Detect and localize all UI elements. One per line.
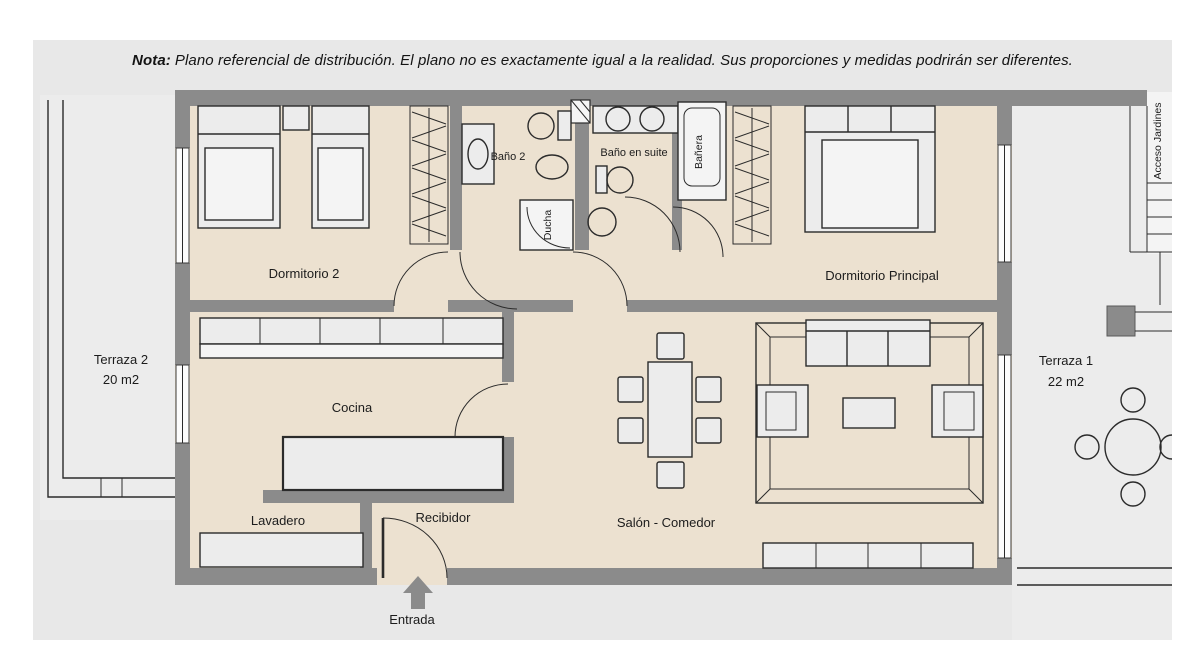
lavadero-label: Lavadero	[251, 513, 305, 528]
cocina-label: Cocina	[332, 400, 373, 415]
nightstand	[282, 105, 310, 131]
garden-stairs	[1129, 106, 1172, 305]
terrace2-railing-post	[100, 477, 123, 498]
dining-chairs	[617, 332, 722, 489]
kitchen-island	[281, 435, 505, 492]
coffee-table	[842, 397, 896, 429]
dormitorio-principal-label: Dormitorio Principal	[825, 268, 939, 283]
bano-2-label: Baño 2	[491, 151, 526, 163]
double-bed	[804, 105, 936, 233]
dormitorio-2-label: Dormitorio 2	[269, 266, 340, 281]
terrace1-planter	[1106, 305, 1136, 337]
garden-access-strip	[1147, 92, 1172, 254]
disclaimer-note: Nota:Plano referencial de distribución. …	[33, 52, 1172, 69]
terraza-1: Acceso Jardines Terraza 1 22 m2	[1012, 92, 1173, 640]
bathtub: Bañera	[677, 101, 727, 201]
entrada: Entrada	[389, 576, 436, 627]
salon-comedor: Salón - Comedor	[617, 319, 984, 569]
terrace2-railing-outer	[47, 100, 177, 498]
note-prefix: Nota:	[132, 52, 171, 69]
note-body: Plano referencial de distribución. El pl…	[174, 52, 1073, 69]
terrace1-side-railing	[1135, 311, 1172, 332]
shower: Ducha	[519, 199, 574, 251]
salon-comedor-label: Salón - Comedor	[617, 515, 716, 530]
door-bano2	[459, 251, 518, 310]
bidet	[587, 207, 617, 237]
door-hall-salon	[572, 251, 628, 307]
dormitorio-principal: Dormitorio Principal	[804, 105, 939, 283]
dining-table	[647, 361, 693, 458]
toilet	[535, 154, 569, 180]
terrace1-bottom-railing	[1017, 567, 1172, 586]
window-salon-terraza	[997, 354, 1012, 559]
cocina: Cocina	[199, 317, 505, 492]
terrace-table-set	[1074, 387, 1173, 507]
entrada-label: Entrada	[389, 612, 435, 627]
round-basin	[527, 110, 572, 141]
window-cocina	[175, 364, 190, 444]
terraza-2-label: Terraza 2	[94, 352, 148, 367]
lavadero: Lavadero	[199, 513, 364, 568]
windows	[175, 144, 1012, 559]
bed-single-1	[197, 105, 281, 229]
armchair-left	[756, 384, 809, 438]
exterior-walls	[175, 90, 1147, 585]
doors	[381, 196, 724, 579]
banera-label: Bañera	[693, 135, 705, 169]
window-dormitorio2	[175, 147, 190, 264]
terraza-2-area: 20 m2	[103, 372, 139, 387]
terraza-1-area: 22 m2	[1048, 374, 1084, 389]
bano-en-suite: Baño en suite	[587, 105, 679, 237]
service-shaft	[570, 99, 591, 124]
door-cocina	[454, 383, 509, 438]
recibidor-label: Recibidor	[416, 510, 472, 525]
door-dormitorio2	[393, 251, 449, 307]
bano-2: Ducha Baño 2	[461, 110, 574, 251]
washbasin	[461, 123, 495, 185]
double-vanity	[592, 105, 679, 134]
kitchen-counter-top	[199, 317, 504, 359]
armchair-right	[931, 384, 984, 438]
terrace2-railing-inner	[62, 100, 177, 479]
terraza-1-label: Terraza 1	[1039, 353, 1093, 368]
ducha-label: Ducha	[542, 210, 554, 241]
laundry-counter	[199, 532, 364, 568]
window-dormitorio-principal	[997, 144, 1012, 263]
apartment: Dormitorio 2 Ducha Baño 2	[175, 90, 1147, 627]
bed-single-2	[311, 105, 370, 229]
sofa	[805, 319, 931, 367]
bano-suite-label: Baño en suite	[600, 147, 667, 159]
wardrobe-dormitorio2	[409, 105, 449, 245]
entrance-arrow-icon	[403, 576, 433, 609]
terraza-2: Terraza 2 20 m2	[40, 95, 177, 520]
recibidor: Recibidor	[416, 510, 472, 525]
door-dormitorio-principal	[672, 206, 724, 258]
dormitorio-2: Dormitorio 2	[197, 105, 449, 281]
acceso-jardines-label: Acceso Jardines	[1152, 102, 1164, 179]
entrance-door-arc	[382, 517, 448, 579]
sideboard	[762, 542, 974, 569]
wardrobe-principal	[732, 105, 772, 245]
toilet-suite	[595, 165, 634, 194]
door-bano-suite	[624, 196, 681, 253]
